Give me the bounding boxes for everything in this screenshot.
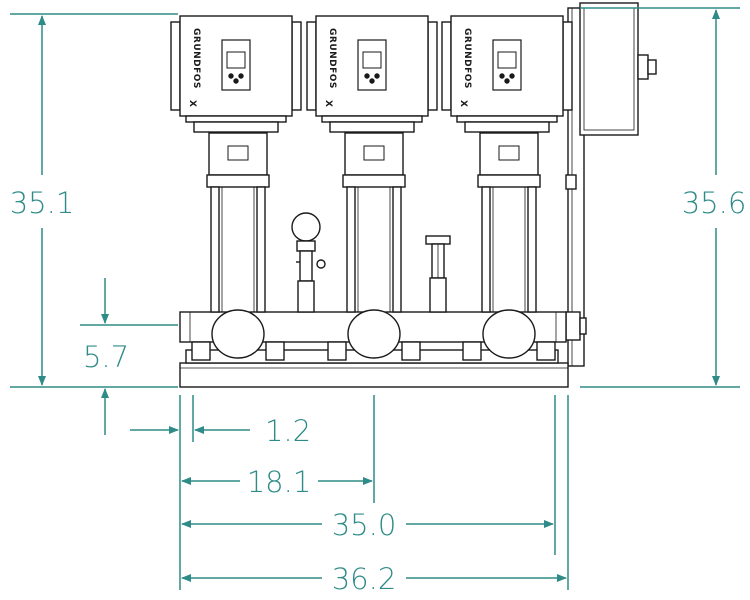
pump-1-logo: X (187, 100, 197, 107)
pump-motor-icon (441, 15, 573, 361)
control-panel-icon (565, 2, 657, 367)
booster-set-outline (170, 2, 657, 388)
pump-2-brand: GRUNDFOS (327, 28, 337, 89)
pump-2-logo: X (323, 100, 333, 107)
pump-3-logo: X (458, 100, 468, 107)
pressure-gauge-icon (291, 212, 326, 313)
pump-1-brand: GRUNDFOS (191, 28, 201, 89)
dimension-label-center-width: 18.1 (247, 465, 312, 499)
dimension-label-left-height: 35.1 (10, 186, 75, 220)
pump-motor-icon (170, 15, 302, 361)
pump-motor-icon (306, 15, 438, 361)
dimension-label-offset: 1.2 (265, 414, 311, 448)
valve-icon (425, 235, 451, 313)
dimension-label-inner-width: 35.0 (332, 508, 397, 542)
dimension-label-base-height: 5.7 (83, 340, 129, 374)
pump-3-brand: GRUNDFOS (462, 28, 472, 89)
dimension-label-right-height: 35.6 (682, 186, 747, 220)
dimension-label-overall-width: 36.2 (332, 562, 397, 596)
